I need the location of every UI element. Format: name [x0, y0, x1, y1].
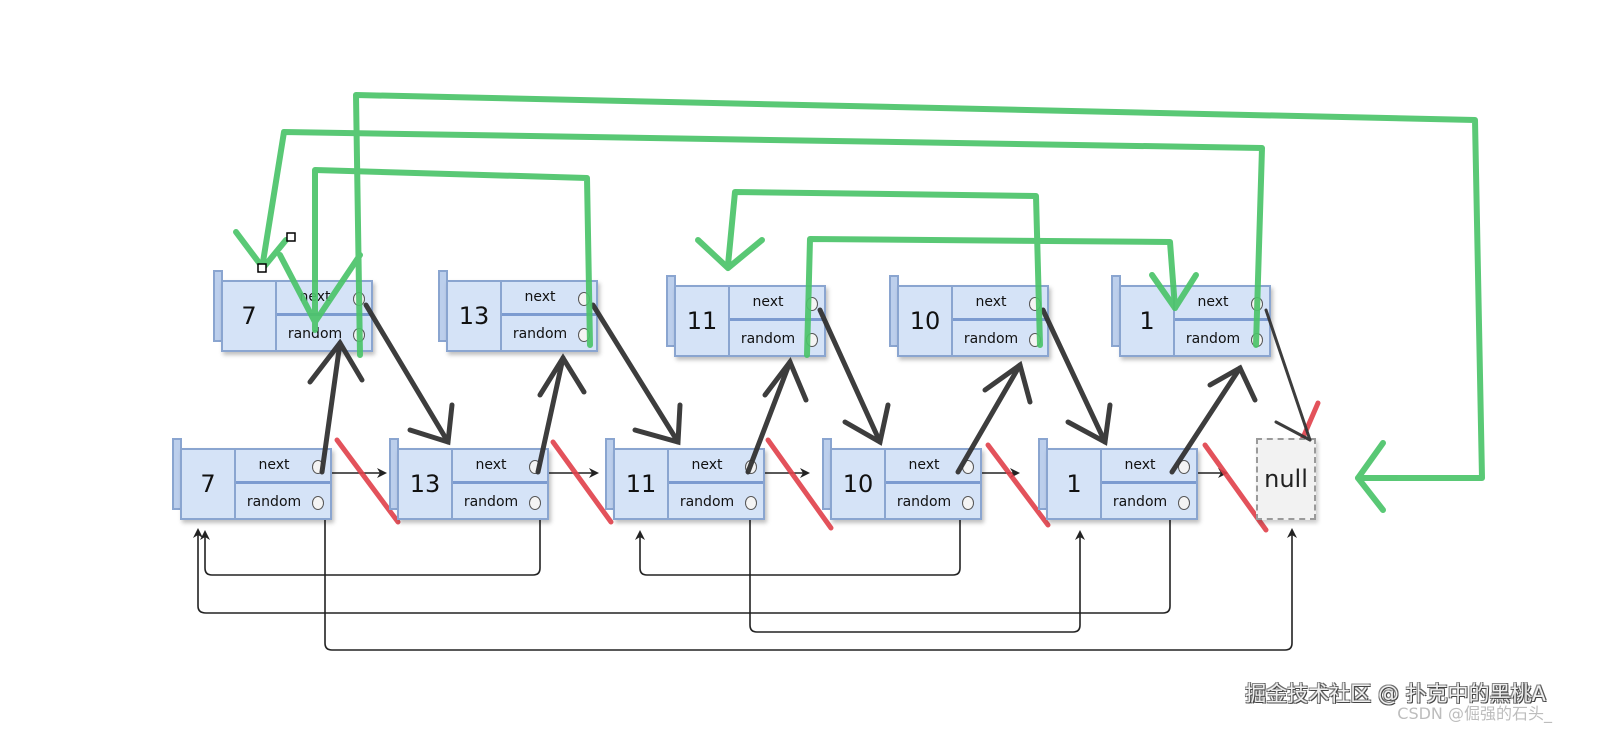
- next-pointer-icon: [353, 292, 365, 306]
- next-pointer-icon: [806, 297, 818, 311]
- next-pointer-icon: [312, 460, 324, 474]
- random-field-label: random: [679, 494, 735, 510]
- next-pointer-icon: [1178, 460, 1190, 474]
- random-pointer-icon: [529, 496, 541, 510]
- null-node[interactable]: null: [1256, 438, 1316, 520]
- node-value: 13: [448, 280, 502, 352]
- random-pointer-icon: [353, 328, 365, 342]
- original-list-links: [193, 468, 1297, 651]
- next-pointer-icon: [1251, 297, 1263, 311]
- red-cut-mark: [550, 439, 614, 525]
- node-value: 1: [1048, 448, 1102, 520]
- random-field-label: random: [896, 494, 952, 510]
- copied-node[interactable]: 7 next random: [213, 270, 373, 352]
- next-field-label: next: [236, 448, 330, 484]
- random-pointer-icon: [806, 333, 818, 347]
- node-value: 11: [676, 285, 730, 357]
- node-value: 7: [182, 448, 236, 520]
- random-pointer-icon: [745, 496, 757, 510]
- random-pointer-icon: [1029, 333, 1041, 347]
- red-cut-mark: [1299, 400, 1321, 443]
- next-pointer-icon: [578, 292, 590, 306]
- random-pointer-icon: [312, 496, 324, 510]
- next-pointer-icon: [1029, 297, 1041, 311]
- random-field-label: random: [1112, 494, 1168, 510]
- random-link-13-to-7: [200, 510, 541, 576]
- random-link-1-to-7: [193, 510, 1171, 614]
- random-pointer-icon: [1178, 496, 1190, 510]
- node-value: 13: [399, 448, 453, 520]
- copied-node[interactable]: 11 next random: [666, 275, 826, 357]
- watermark-primary: 掘金技术社区 @ 扑克中的黑桃A: [1245, 682, 1546, 706]
- next-pointer-icon: [745, 460, 757, 474]
- random-field-label: random: [246, 494, 302, 510]
- original-node[interactable]: 10 next random: [822, 438, 982, 520]
- node-value: 10: [899, 285, 953, 357]
- random-pointer-icon: [578, 328, 590, 342]
- original-node[interactable]: 13 next random: [389, 438, 549, 520]
- random-link-11-to-1: [749, 510, 1085, 633]
- watermark-secondary: CSDN @倔强的石头_: [1397, 704, 1552, 723]
- original-node[interactable]: 7 next random: [172, 438, 332, 520]
- node-value: 10: [832, 448, 886, 520]
- random-pointer-icon: [962, 496, 974, 510]
- random-field-label: random: [463, 494, 519, 510]
- node-value: 1: [1121, 285, 1175, 357]
- node-body: [180, 448, 332, 520]
- random-pointer-icon: [1251, 333, 1263, 347]
- copied-node[interactable]: 10 next random: [889, 275, 1049, 357]
- next-pointer-icon: [529, 460, 541, 474]
- node-value: 7: [223, 280, 277, 352]
- random-link-10-to-11: [635, 510, 961, 576]
- random-link-7-to-null: [324, 510, 1297, 651]
- node-value: 11: [615, 448, 669, 520]
- next-pointer-icon: [962, 460, 974, 474]
- copied-node[interactable]: 13 next random: [438, 270, 598, 352]
- original-node[interactable]: 1 next random: [1038, 438, 1198, 520]
- copied-node[interactable]: 1 next random: [1111, 275, 1271, 357]
- original-node[interactable]: 11 next random: [605, 438, 765, 520]
- red-cut-mark: [334, 437, 401, 525]
